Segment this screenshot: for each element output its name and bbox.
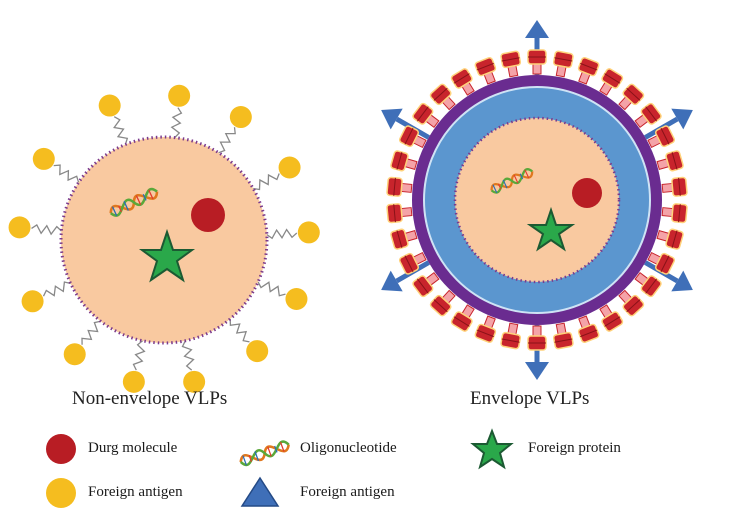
left-antigen-ball-icon xyxy=(297,221,320,244)
spike-protein-icon xyxy=(654,149,685,175)
spike-protein-icon xyxy=(386,201,414,224)
spike-protein-icon xyxy=(389,225,420,251)
spike-protein-icon xyxy=(473,313,501,344)
legend-drug-icon xyxy=(46,434,76,464)
left-antigen-ball-icon xyxy=(32,147,55,170)
spike-protein-icon xyxy=(527,49,547,75)
left-antigen-ball-icon xyxy=(63,343,86,366)
left-foreign-protein-icon xyxy=(138,228,196,283)
spike-protein-icon xyxy=(660,201,688,224)
spike-protein-icon xyxy=(499,50,524,79)
legend-antigen-triangle-label: Foreign antigen xyxy=(300,484,395,500)
spike-protein-icon xyxy=(499,321,524,350)
envelope-vlp xyxy=(381,20,693,380)
left-antigen-ball-icon xyxy=(168,84,191,107)
antigen-stalk xyxy=(257,281,286,297)
spike-protein-icon xyxy=(573,56,601,87)
left-antigen-ball-icon xyxy=(8,216,31,239)
antigen-stalk xyxy=(170,107,183,139)
spike-protein-icon xyxy=(550,321,575,350)
antigen-stalk xyxy=(266,228,298,240)
spike-protein-icon xyxy=(386,176,414,199)
left-antigen-group xyxy=(8,84,320,393)
left-antigen-ball-icon xyxy=(246,340,269,363)
legend-oligonucleotide-icon xyxy=(237,438,292,469)
caption-envelope: Envelope VLPs xyxy=(470,388,590,409)
right-antigen-triangle-icon xyxy=(671,108,693,130)
spike-protein-icon xyxy=(473,56,501,87)
legend-star-icon xyxy=(470,428,514,470)
left-antigen-ball-icon xyxy=(98,94,121,117)
right-antigen-triangle-icon xyxy=(381,270,403,292)
legend-antigen-circle-label: Foreign antigen xyxy=(88,484,183,500)
right-antigen-triangle-icon xyxy=(381,108,403,130)
non-envelope-vlp xyxy=(8,84,320,393)
spike-protein-icon xyxy=(389,149,420,175)
spike-protein-icon xyxy=(660,176,688,199)
left-antigen-ball-icon xyxy=(183,370,206,393)
left-antigen-ball-icon xyxy=(229,106,252,129)
right-drug-molecule-icon xyxy=(572,178,602,208)
antigen-stalk xyxy=(81,320,101,345)
antigen-stalk xyxy=(253,173,280,191)
legend-drug-label: Durg molecule xyxy=(88,440,178,456)
legend-antigen-circle-icon xyxy=(46,478,76,508)
legend-protein-label: Foreign protein xyxy=(528,440,621,456)
antigen-stalk xyxy=(53,164,80,183)
right-antigen-triangle-icon xyxy=(525,362,549,380)
spike-protein-icon xyxy=(654,225,685,251)
left-antigen-ball-icon xyxy=(285,287,308,310)
spike-protein-icon xyxy=(573,313,601,344)
antigen-stalk xyxy=(42,281,71,297)
right-antigen-triangle-icon xyxy=(525,20,549,38)
left-drug-molecule-icon xyxy=(191,198,225,232)
left-antigen-ball-icon xyxy=(122,370,145,393)
legend-triangle-icon xyxy=(240,476,280,507)
antigen-stalk xyxy=(229,318,250,343)
left-antigen-ball-icon xyxy=(278,156,301,179)
legend-oligo-label: Oligonucleotide xyxy=(300,440,397,456)
antigen-stalk xyxy=(31,223,62,236)
spike-protein-icon xyxy=(527,325,547,351)
left-antigen-ball-icon xyxy=(21,290,44,313)
right-core xyxy=(453,116,621,284)
caption-non-envelope: Non-envelope VLPs xyxy=(72,388,228,409)
antigen-stalk xyxy=(132,340,146,371)
antigen-stalk xyxy=(218,127,236,154)
right-antigen-triangle-icon xyxy=(671,270,693,292)
antigen-stalk xyxy=(181,340,195,371)
antigen-stalk xyxy=(113,116,129,145)
spike-protein-icon xyxy=(550,50,575,79)
right-foreign-protein-icon xyxy=(526,206,576,252)
